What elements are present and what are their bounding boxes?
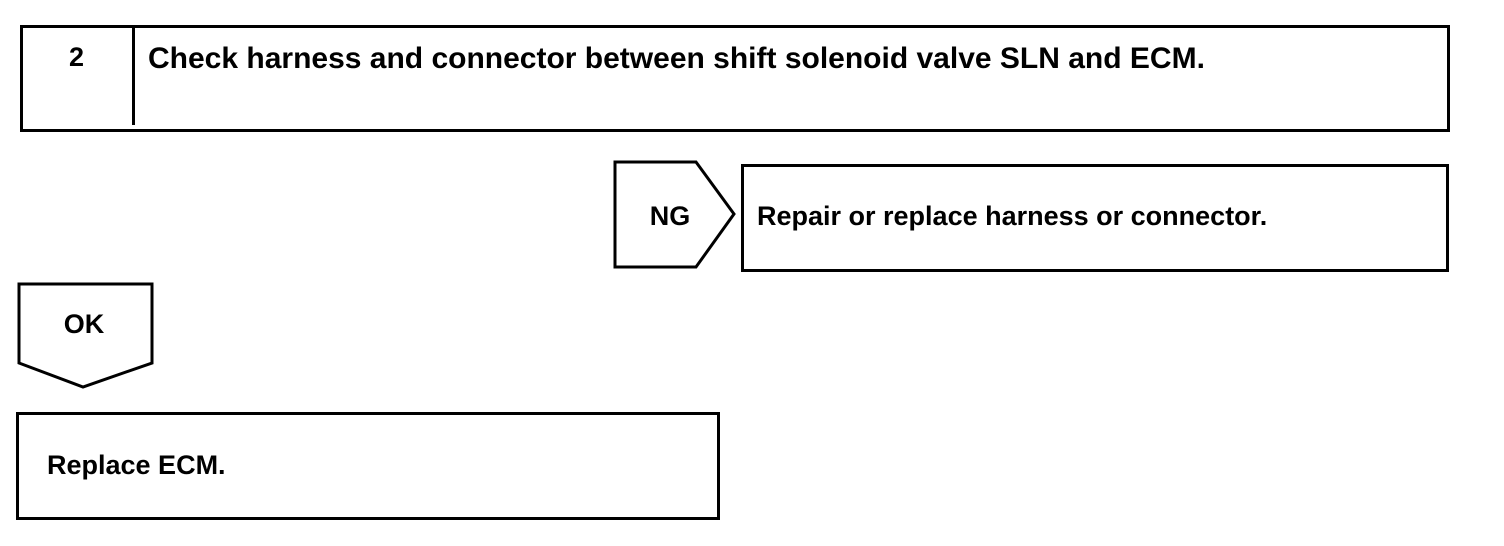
ok-arrow-shape <box>17 282 154 389</box>
ng-action-box <box>741 164 1449 272</box>
step-box <box>20 25 1450 132</box>
ok-label: OK <box>63 309 105 339</box>
ng-action-text: Repair or replace harness or connector. <box>757 201 1268 231</box>
ok-action-text: Replace ECM. <box>47 450 226 480</box>
step-number: 2 <box>68 42 85 72</box>
step-number-divider <box>132 25 135 125</box>
step-title: Check harness and connector between shif… <box>148 42 1205 75</box>
ng-arrow-shape <box>613 160 736 269</box>
ng-label: NG <box>649 201 691 231</box>
ok-action-box <box>16 412 720 520</box>
